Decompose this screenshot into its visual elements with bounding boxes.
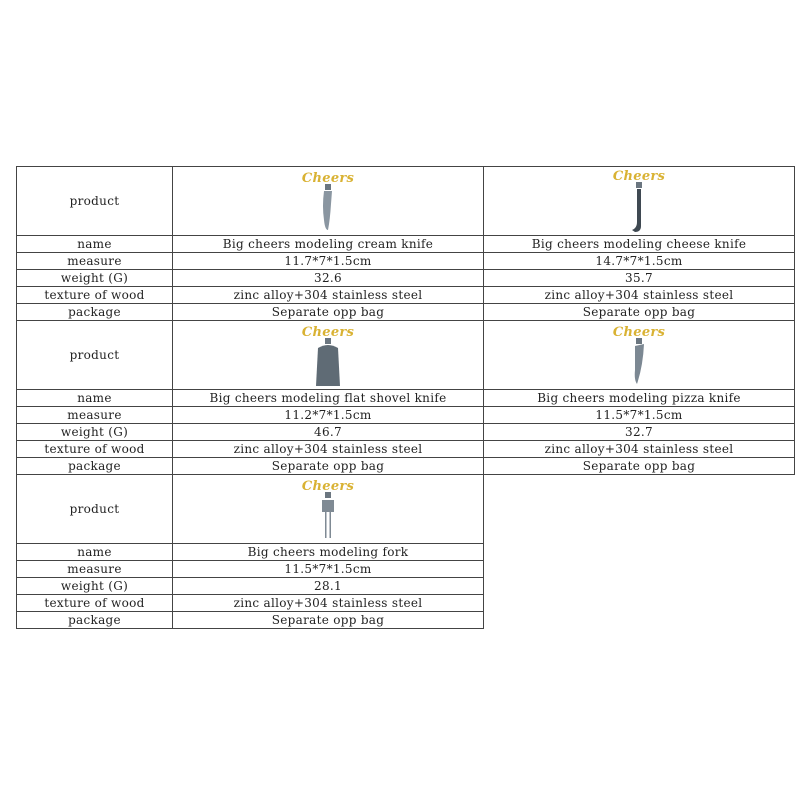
svg-text:Cheers: Cheers [613,325,666,340]
product-name: Big cheers modeling cheese knife [483,235,795,253]
product-name: Big cheers modeling flat shovel knife [172,389,484,407]
table-row: weight (G) 46.7 32.7 [16,423,795,441]
product-name: Big cheers modeling cream knife [172,235,484,253]
table-row: texture of wood zinc alloy+304 stainless… [16,286,795,304]
product-measure: 11.5*7*1.5cm [483,406,795,424]
cream-knife-icon: Cheers [302,171,355,230]
texture-label: texture of wood [16,440,173,458]
pizza-knife-icon: Cheers [613,325,666,384]
product-texture: zinc alloy+304 stainless steel [172,440,484,458]
weight-label: weight (G) [16,269,173,287]
product-measure: 11.7*7*1.5cm [172,252,484,270]
table-row: product Cheers Cheers [16,320,795,390]
svg-text:Cheers: Cheers [302,325,355,340]
weight-label: weight (G) [16,577,173,595]
package-label: package [16,611,173,629]
name-label: name [16,543,173,561]
product-image-cell: Cheers [172,474,484,544]
table-row: product Cheers Cheers [16,166,795,236]
table-row: name Big cheers modeling flat shovel kni… [16,389,795,407]
product-measure: 14.7*7*1.5cm [483,252,795,270]
name-label: name [16,389,173,407]
product-weight: 32.7 [483,423,795,441]
product-name: Big cheers modeling pizza knife [483,389,795,407]
product-texture: zinc alloy+304 stainless steel [172,594,484,612]
table-row: measure 11.2*7*1.5cm 11.5*7*1.5cm [16,406,795,424]
table-row: package Separate opp bag [16,611,795,629]
texture-label: texture of wood [16,594,173,612]
table-row: weight (G) 32.6 35.7 [16,269,795,287]
product-package: Separate opp bag [172,457,484,475]
measure-label: measure [16,252,173,270]
product-measure: 11.2*7*1.5cm [172,406,484,424]
product-image-cell: Cheers [172,320,484,390]
svg-text:Cheers: Cheers [302,479,355,494]
product-name: Big cheers modeling fork [172,543,484,561]
table-row: measure 11.5*7*1.5cm [16,560,795,578]
svg-text:Cheers: Cheers [613,169,666,184]
table-row: package Separate opp bag Separate opp ba… [16,303,795,321]
table-row: product Cheers [16,474,795,544]
product-texture: zinc alloy+304 stainless steel [172,286,484,304]
svg-text:Cheers: Cheers [302,171,355,186]
fork-icon: Cheers [302,479,355,538]
product-label: product [16,320,173,390]
cheese-knife-icon: Cheers [613,169,666,232]
package-label: package [16,457,173,475]
product-measure: 11.5*7*1.5cm [172,560,484,578]
product-weight: 46.7 [172,423,484,441]
texture-label: texture of wood [16,286,173,304]
table-row: weight (G) 28.1 [16,577,795,595]
product-weight: 32.6 [172,269,484,287]
product-package: Separate opp bag [172,611,484,629]
table-row: name Big cheers modeling cream knife Big… [16,235,795,253]
product-package: Separate opp bag [172,303,484,321]
product-weight: 35.7 [483,269,795,287]
table-row: texture of wood zinc alloy+304 stainless… [16,440,795,458]
measure-label: measure [16,406,173,424]
table-row: texture of wood zinc alloy+304 stainless… [16,594,795,612]
product-weight: 28.1 [172,577,484,595]
product-package: Separate opp bag [483,457,795,475]
product-texture: zinc alloy+304 stainless steel [483,286,795,304]
name-label: name [16,235,173,253]
weight-label: weight (G) [16,423,173,441]
measure-label: measure [16,560,173,578]
package-label: package [16,303,173,321]
product-label: product [16,166,173,236]
product-package: Separate opp bag [483,303,795,321]
product-label: product [16,474,173,544]
product-spec-table: product Cheers Cheers name Big cheers mo… [16,166,795,629]
table-row: name Big cheers modeling fork [16,543,795,561]
product-texture: zinc alloy+304 stainless steel [483,440,795,458]
table-row: package Separate opp bag Separate opp ba… [16,457,795,475]
product-image-cell: Cheers [172,166,484,236]
product-image-cell: Cheers [483,166,795,236]
shovel-knife-icon: Cheers [302,325,355,386]
product-image-cell: Cheers [483,320,795,390]
table-row: measure 11.7*7*1.5cm 14.7*7*1.5cm [16,252,795,270]
